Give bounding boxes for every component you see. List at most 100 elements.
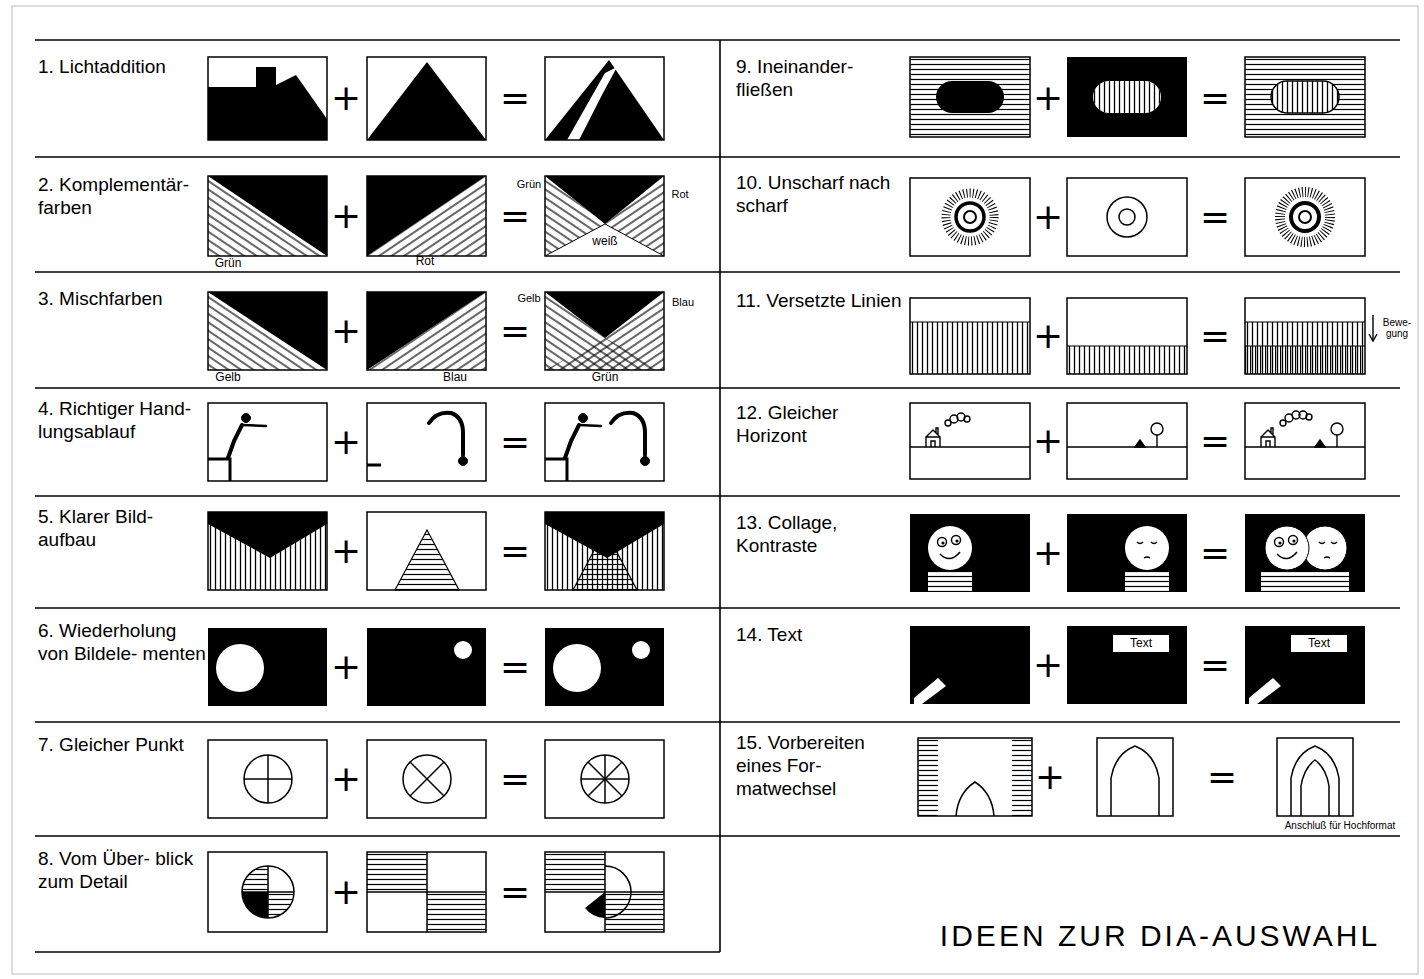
panel-part — [910, 446, 1030, 447]
panel-part — [641, 457, 650, 466]
panel-part — [1111, 746, 1159, 816]
idea-heading: 5. Klarer Bild- aufbau — [38, 506, 206, 552]
panel-part — [1292, 539, 1295, 542]
panel-part — [1125, 526, 1169, 570]
panel-part — [1249, 678, 1281, 704]
operator-sign: = — [500, 196, 530, 236]
idea-heading: 9. Ineinander- fließen — [736, 56, 904, 102]
panel-part — [367, 292, 486, 370]
panel-part — [367, 464, 381, 467]
panel-part — [964, 416, 970, 422]
panel-part — [367, 292, 486, 370]
panel-part — [1261, 572, 1349, 592]
panel-part — [938, 538, 947, 547]
panel-part — [545, 403, 664, 481]
panel-part — [1280, 192, 1330, 242]
grid-lines-part — [35, 387, 1400, 389]
panel — [1245, 626, 1365, 704]
panel-part — [1245, 403, 1365, 479]
panel-part — [964, 211, 976, 223]
panel — [1245, 514, 1365, 592]
panel — [1245, 298, 1365, 374]
panel-part — [367, 403, 486, 481]
panel — [1067, 57, 1187, 137]
panel-part — [565, 425, 579, 458]
panel-part — [367, 57, 486, 140]
panel-part — [1097, 738, 1173, 816]
panel-part — [367, 292, 486, 370]
panel-part — [228, 425, 242, 458]
panel-note: Bewe- gung — [1380, 317, 1414, 339]
panel-part — [403, 755, 451, 803]
idea-heading: 2. Komplementär- farben — [38, 174, 206, 220]
panel-part — [1067, 298, 1187, 374]
panel-part — [936, 81, 1004, 113]
operator-sign: + — [331, 422, 361, 462]
panel-part — [1137, 542, 1157, 558]
panel — [367, 403, 486, 481]
panel-part — [367, 512, 486, 590]
panel-note: Text — [1308, 637, 1330, 650]
panel-part — [367, 852, 486, 932]
panel — [208, 740, 327, 818]
panel-part — [910, 321, 1030, 322]
panel-part — [242, 414, 251, 423]
panel-part — [1125, 572, 1169, 592]
panel-part — [367, 852, 427, 892]
panel-part — [454, 641, 472, 659]
panel-part — [242, 425, 266, 426]
panel-part — [941, 541, 944, 544]
panel-part — [545, 740, 664, 818]
panel — [367, 512, 486, 590]
panel-part — [910, 298, 1030, 374]
panel — [545, 176, 664, 256]
panel-part — [1245, 514, 1365, 592]
movement-arrow-part — [1372, 315, 1373, 340]
panel-part — [545, 512, 664, 590]
panel-part — [928, 526, 972, 570]
panel-part — [1245, 57, 1365, 137]
panel-part — [208, 292, 327, 370]
panel-part — [918, 738, 938, 816]
panel-part — [946, 193, 994, 241]
panel — [1245, 403, 1365, 479]
idea-heading: 14. Text — [736, 624, 904, 647]
panel-part — [567, 67, 617, 140]
panel-part — [1291, 203, 1319, 231]
panel-part — [1245, 446, 1365, 447]
operator-sign: + — [1033, 316, 1063, 356]
operator-sign: = — [1200, 533, 1230, 573]
panel-part — [914, 678, 946, 704]
panel-part — [208, 292, 327, 370]
panel-part — [1107, 197, 1147, 237]
panel-part — [208, 403, 327, 481]
panel-part — [208, 512, 327, 590]
panel-part — [1291, 746, 1339, 816]
panel-part — [427, 892, 486, 932]
idea-cell: 3. Mischfarben — [38, 288, 206, 311]
idea-cell: 15. Vorbereiten eines For- matwechsel — [736, 732, 904, 800]
panel-part — [267, 755, 269, 803]
panel-part — [208, 459, 230, 481]
panel — [1067, 298, 1187, 374]
panel-part — [367, 628, 486, 706]
panel — [910, 298, 1030, 374]
panel-part — [367, 740, 486, 818]
panel-part — [1280, 420, 1286, 426]
panel-part — [545, 628, 664, 706]
movement-arrow-part — [1369, 334, 1377, 341]
panel-part — [1299, 211, 1311, 223]
grid-lines-part — [35, 156, 1400, 158]
operator-sign: + — [1033, 533, 1063, 573]
operator-sign: + — [1033, 421, 1063, 461]
operator-sign: = — [1200, 316, 1230, 356]
panel-part — [1135, 440, 1145, 447]
idea-cell: 8. Vom Über- blick zum Detail — [38, 848, 206, 894]
panel-part — [910, 322, 1030, 374]
idea-heading: 3. Mischfarben — [38, 288, 206, 311]
panel — [918, 738, 1032, 816]
panel-part — [1067, 626, 1187, 704]
panel-part — [545, 338, 664, 370]
grid-lines-part — [35, 835, 1400, 837]
panel-note: Blau — [672, 296, 694, 308]
